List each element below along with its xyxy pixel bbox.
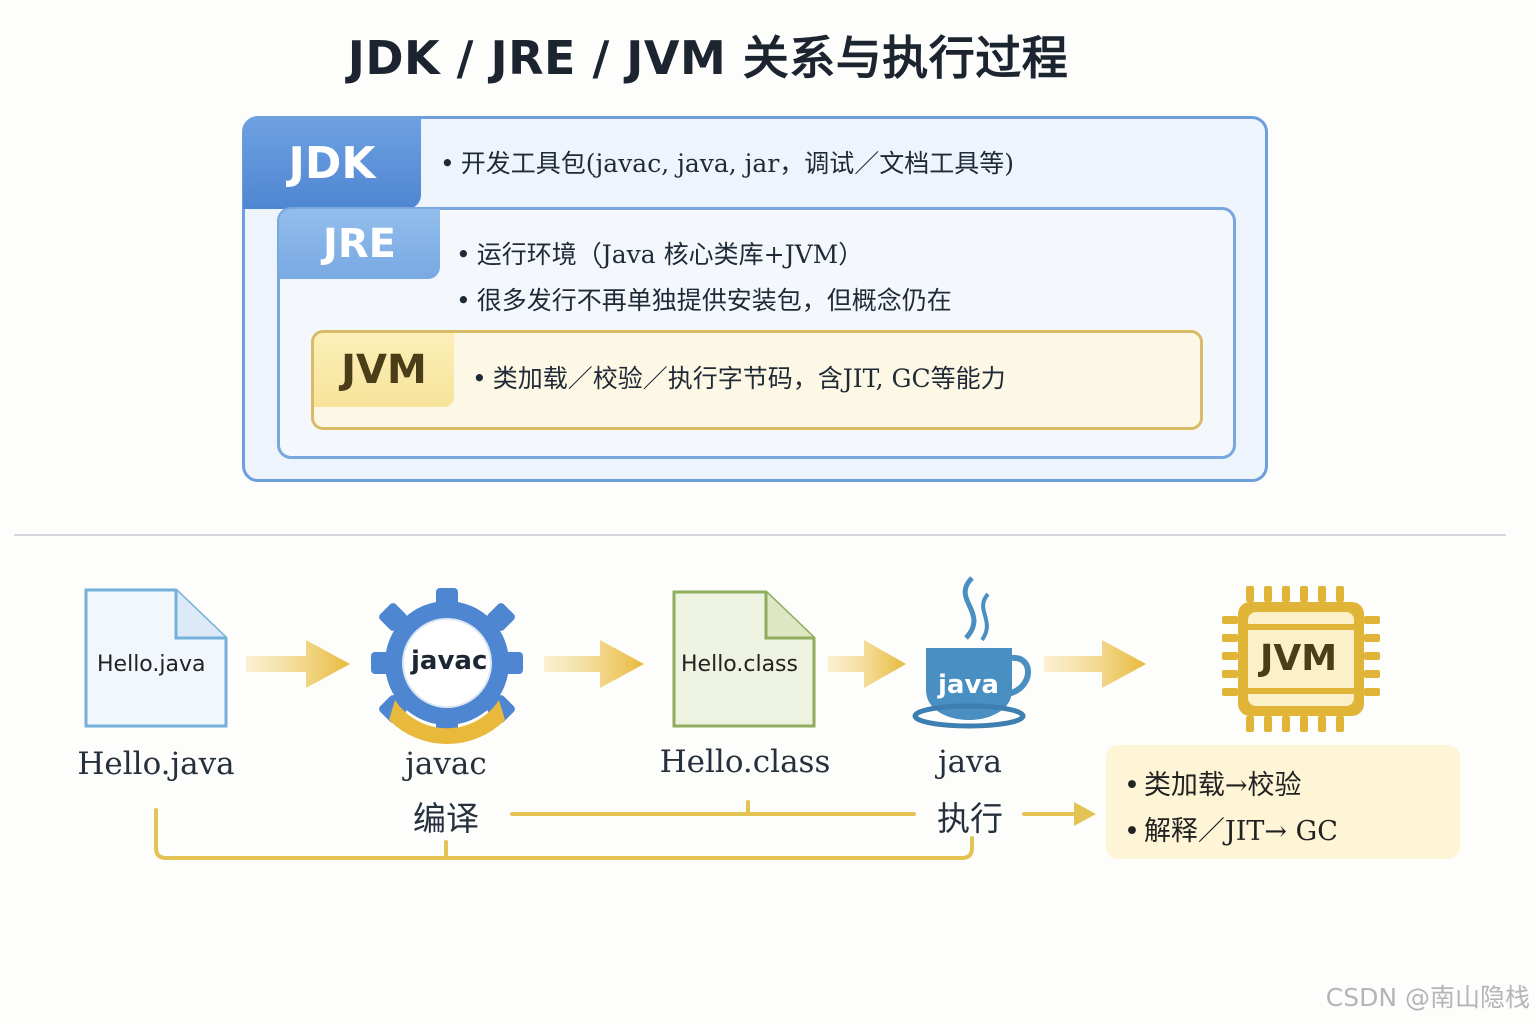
chip-icon: [1222, 586, 1380, 732]
section-divider: [14, 534, 1506, 536]
jvm-label: JVM: [314, 333, 454, 407]
flow-arrow-4: [1044, 640, 1146, 688]
flow-arrow-2: [544, 640, 644, 688]
gear-icon: [371, 588, 523, 745]
step-label-javac: javac: [405, 746, 487, 782]
java-file-name: Hello.java: [97, 652, 206, 677]
flow-arrow-1: [246, 640, 350, 688]
step-label-java: java: [937, 744, 1003, 780]
java-file-icon: [84, 588, 228, 728]
jvm-bullet: 类加载／校验／执行字节码，含JIT, GC等能力: [472, 359, 1006, 395]
jre-label: JRE: [279, 209, 440, 279]
step-sublabel-execute: 执行: [937, 799, 1003, 838]
flow-bracket: [154, 800, 1078, 860]
gear-text: javac: [411, 646, 488, 676]
cup-text: java: [938, 670, 999, 700]
step-sublabel-compile: 编译: [413, 799, 479, 838]
jdk-label: JDK: [243, 117, 421, 209]
step-label-hello-java: Hello.java: [77, 746, 235, 782]
coffee-cup-icon: [912, 576, 1031, 729]
class-file-icon: [672, 590, 816, 728]
chip-text: JVM: [1260, 638, 1338, 679]
class-file-name: Hello.class: [681, 652, 798, 677]
flow-arrow-5: [1074, 802, 1096, 826]
jre-bullet-1: 运行环境（Java 核心类库+JVM）: [456, 235, 864, 271]
jre-bullet-2: 很多发行不再单独提供安装包，但概念仍在: [456, 281, 952, 317]
step-label-hello-class: Hello.class: [659, 744, 831, 780]
watermark: CSDN @南山隐栈: [1325, 983, 1530, 1012]
jvm-note-1: 类加载→校验: [1124, 763, 1302, 802]
flow-graphics: [84, 576, 1380, 860]
flow-arrow-3: [828, 640, 906, 688]
jvm-note-2: 解释／JIT→ GC: [1124, 809, 1338, 848]
jdk-bullet: 开发工具包(javac, java, jar，调试／文档工具等): [440, 144, 1014, 180]
page-title: JDK / JRE / JVM 关系与执行过程: [347, 31, 1069, 85]
